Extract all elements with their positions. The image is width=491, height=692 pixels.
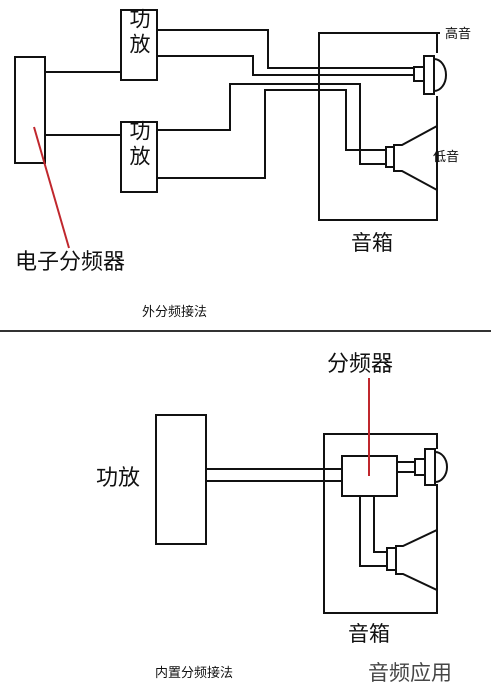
amp-label: 功放 (96, 466, 140, 491)
speaker-cabinet (318, 32, 440, 221)
wire-amp1-tweeter-a (157, 29, 414, 69)
amp1-label: 功放 (127, 8, 151, 58)
woofer-magnet (385, 146, 395, 168)
tweeter-dome (433, 58, 447, 92)
amp2-label: 功放 (127, 120, 151, 170)
bottom-tweeter-body (414, 458, 426, 476)
bottom-woofer-magnet (386, 547, 397, 571)
bottom-speaker-box-label: 音箱 (348, 622, 390, 646)
woofer-cone (393, 124, 438, 192)
amp2-box (120, 121, 158, 193)
electronic-crossover-label: 电子分频器 (15, 250, 125, 275)
top-speaker-box-label: 音箱 (351, 231, 393, 255)
tweeter-label: 高音 (445, 26, 471, 42)
electronic-crossover-pointer (33, 126, 70, 249)
top-diagram (14, 9, 447, 221)
top-caption: 外分频接法 (142, 304, 207, 320)
watermark: 音频应用 (368, 661, 452, 685)
woofer-label: 低音 (433, 149, 459, 165)
tweeter-body (413, 66, 425, 82)
electronic-crossover-box (14, 56, 46, 164)
bottom-tweeter-frame (424, 448, 436, 486)
wire-crossover-woofer-b (373, 496, 387, 553)
wire-amp1-tweeter-b (157, 55, 414, 76)
wire-amp2-woofer-b (157, 89, 386, 179)
speaker-cabinet-bottom (323, 433, 438, 614)
amp1-box (120, 9, 158, 81)
amp-box (155, 414, 207, 545)
wire-crossover-woofer-a (359, 496, 387, 567)
bottom-diagram (155, 414, 448, 614)
bottom-caption: 内置分频接法 (155, 665, 233, 681)
wire-amp2-woofer-a (157, 83, 386, 165)
bottom-tweeter-dome (434, 451, 448, 483)
tweeter-frame (423, 55, 435, 95)
crossover-label: 分频器 (327, 352, 393, 377)
bottom-woofer-cone (395, 528, 438, 592)
